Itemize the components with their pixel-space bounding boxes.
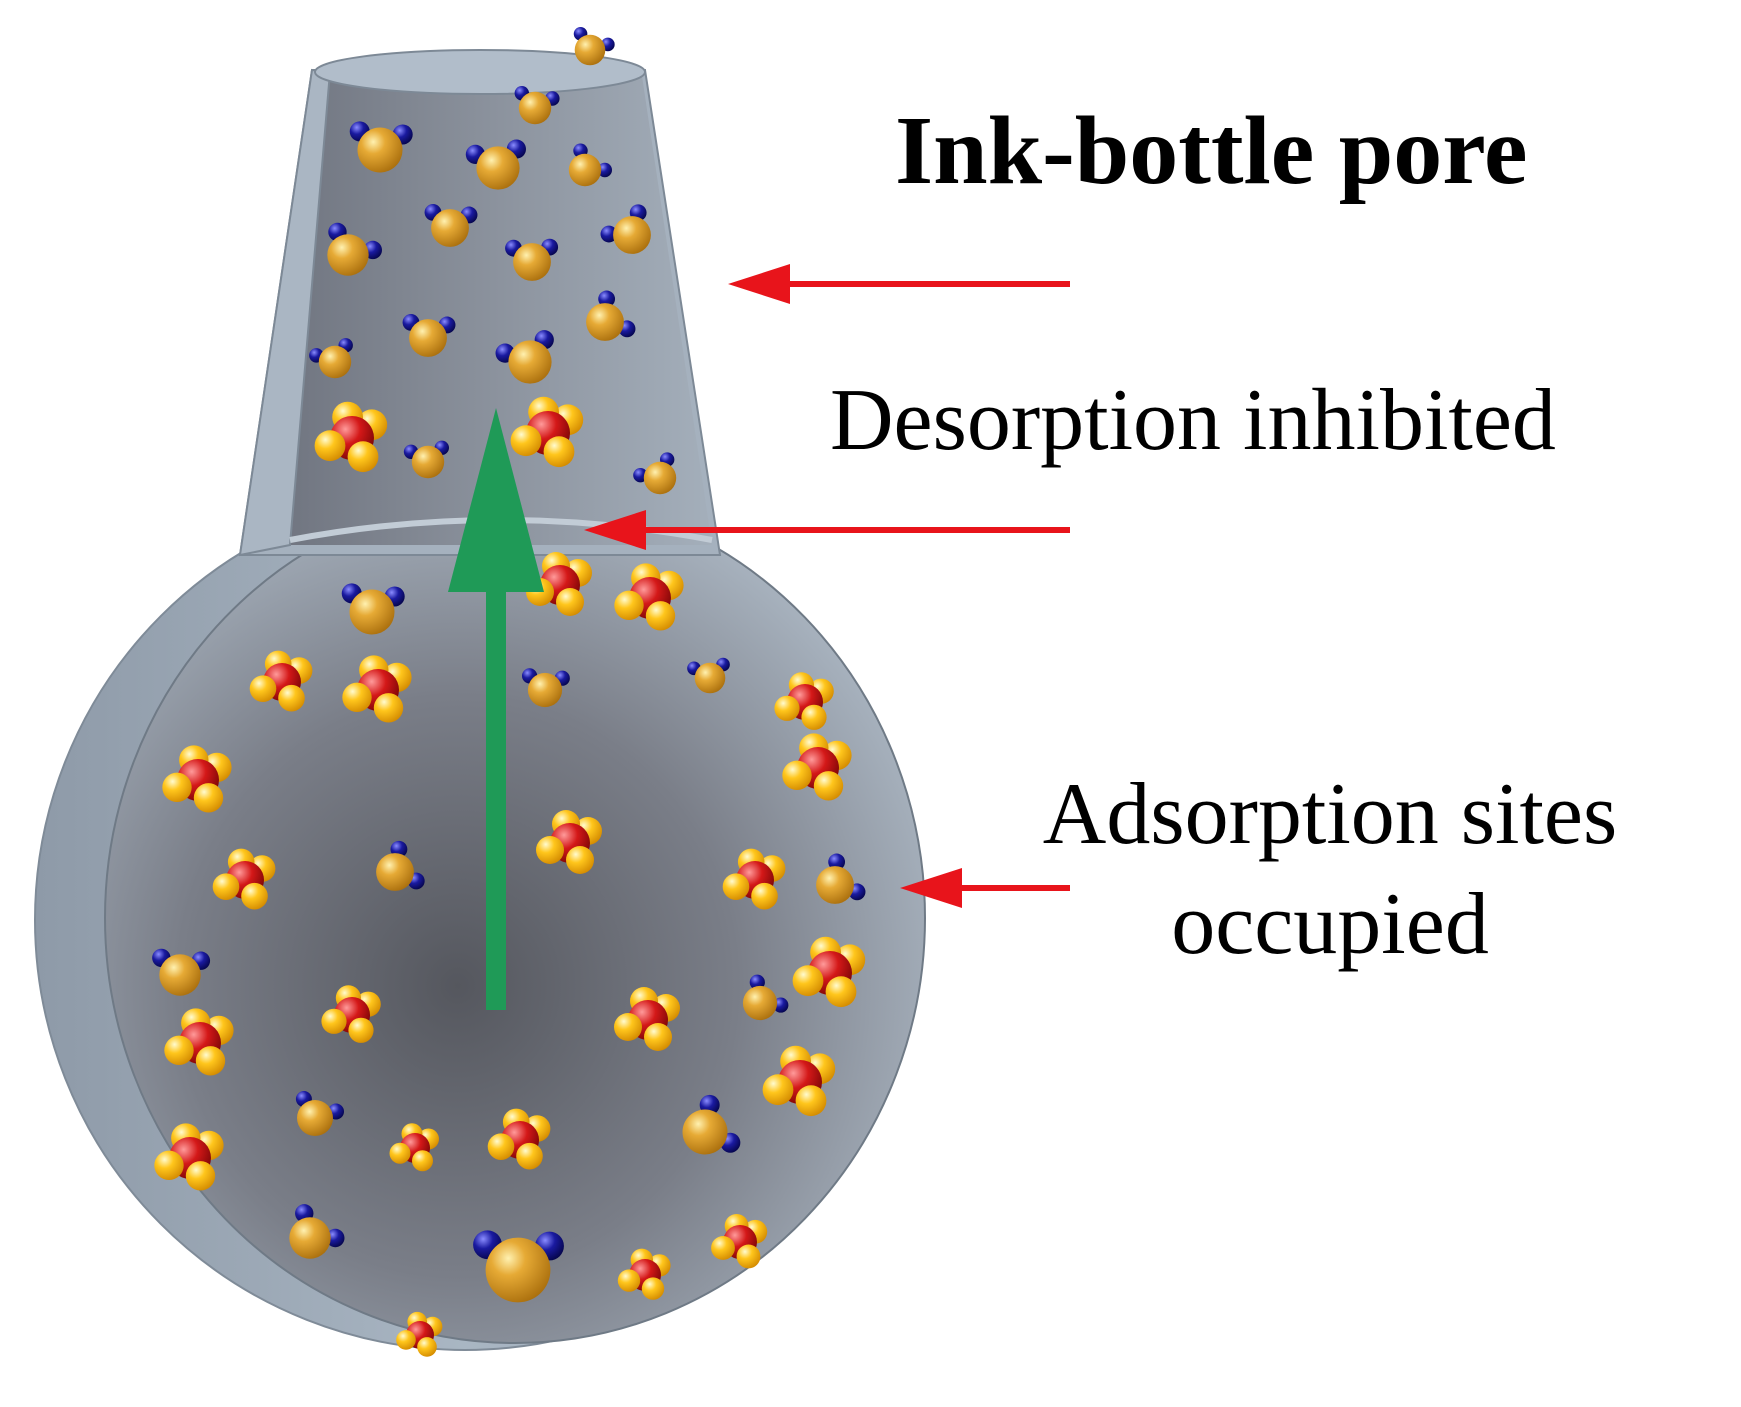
pointer-arrow-neck	[728, 264, 1070, 304]
desorption-inhibited-label: Desorption inhibited	[830, 370, 1556, 471]
adsorption-sites-label: Adsorption sites occupied	[950, 760, 1710, 980]
adsorption-label-line1: Adsorption sites	[1043, 766, 1617, 863]
pore-body-cavity	[105, 493, 925, 1343]
diagram-title: Ink-bottle pore	[895, 95, 1528, 207]
adsorption-label-line2: occupied	[1171, 876, 1489, 973]
